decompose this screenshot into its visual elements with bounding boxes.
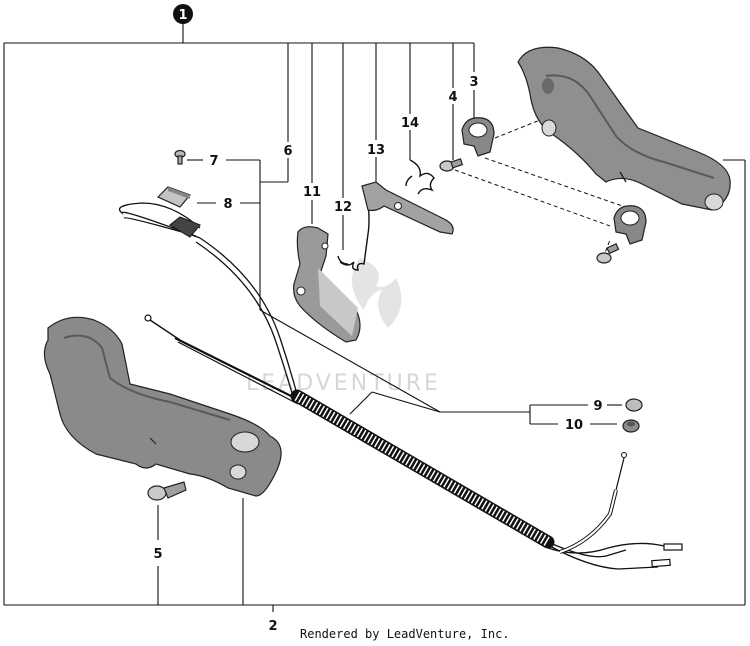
- part-9-nut: [625, 398, 643, 412]
- handle-half-left: [43, 316, 282, 497]
- part-4-screw: [439, 158, 464, 172]
- part-3-clamp-lower: [613, 205, 647, 245]
- label-14[interactable]: 14: [401, 116, 419, 131]
- part-labels: 3 4 14 13 12 11 6 7 8 9 10 5 2: [153, 75, 602, 634]
- footer-credit: Rendered by LeadVenture, Inc.: [300, 627, 510, 641]
- label-11[interactable]: 11: [303, 185, 321, 200]
- label-13[interactable]: 13: [367, 143, 385, 158]
- label-5[interactable]: 5: [153, 547, 162, 562]
- label-12[interactable]: 12: [334, 200, 352, 215]
- cable-spring-housing: [290, 389, 555, 549]
- label-6[interactable]: 6: [283, 144, 292, 159]
- part-5-screw: [147, 481, 187, 501]
- switch-wire: [118, 202, 299, 401]
- svg-text:1: 1: [178, 8, 187, 23]
- label-3[interactable]: 3: [469, 75, 478, 90]
- part-12-spring: [337, 201, 370, 271]
- part-14-spring: [405, 159, 435, 195]
- part-8-clip: [156, 186, 192, 208]
- label-4[interactable]: 4: [448, 90, 457, 105]
- part-7-screw: [174, 149, 186, 165]
- label-10[interactable]: 10: [565, 418, 583, 433]
- watermark: LEADVENTURE: [246, 258, 441, 396]
- assembly-callout-1[interactable]: 1: [173, 4, 193, 24]
- part-10-nut: [622, 419, 640, 433]
- watermark-text: LEADVENTURE: [246, 371, 441, 396]
- label-7[interactable]: 7: [209, 154, 218, 169]
- label-8[interactable]: 8: [223, 197, 232, 212]
- handle-half-right: [517, 46, 731, 211]
- part-4-screw-lower: [596, 242, 620, 264]
- throttle-cable: [144, 314, 683, 570]
- part-13-lock-lever: [361, 181, 454, 235]
- label-9[interactable]: 9: [593, 399, 602, 414]
- leader-lines: [3, 24, 746, 612]
- part-11-throttle-trigger: [293, 226, 361, 343]
- part-3-clamp: [461, 117, 495, 157]
- label-2[interactable]: 2: [268, 619, 277, 634]
